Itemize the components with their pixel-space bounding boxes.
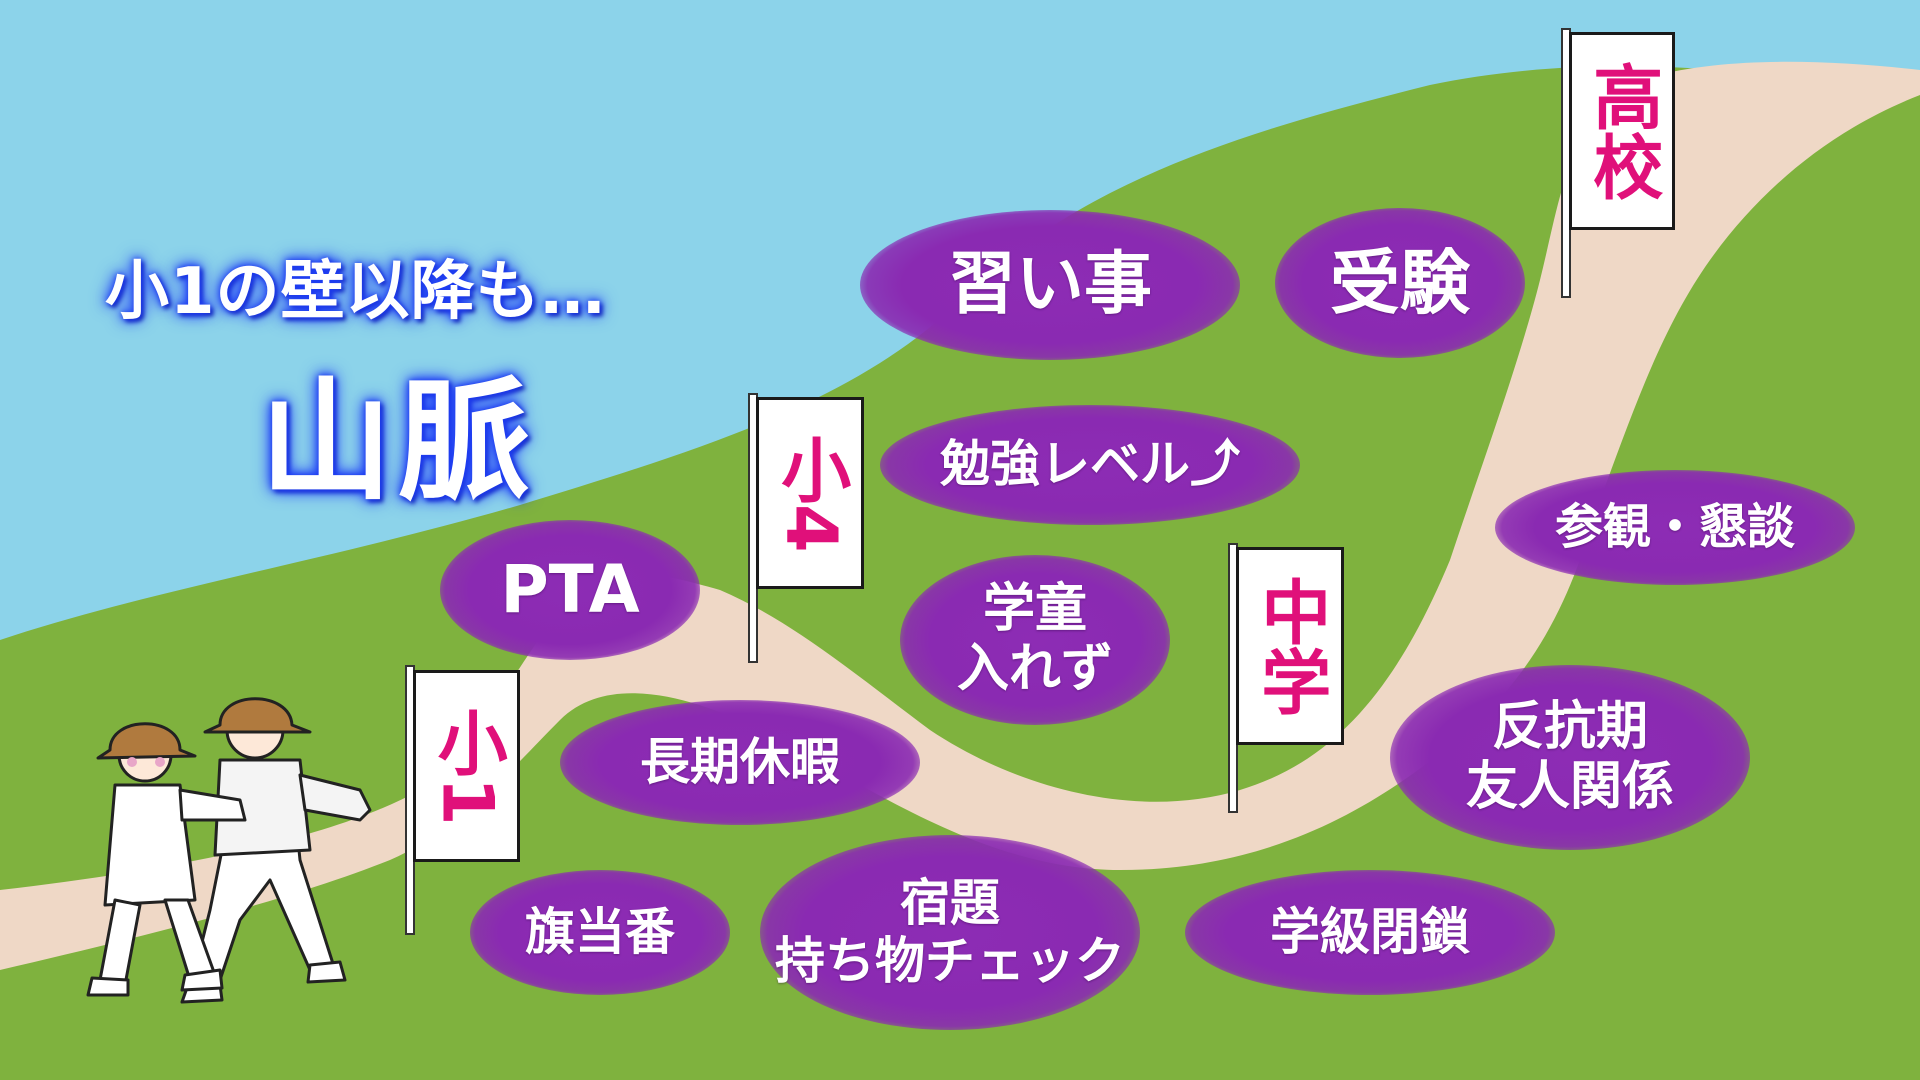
flag-sho1: 小1: [413, 670, 520, 862]
bubble-benkyo: 勉強レベル⤴: [880, 405, 1300, 525]
bubble-shukudai-line1: 宿題: [900, 874, 1000, 932]
bubble-shukudai: 宿題 持ち物チェック: [760, 835, 1140, 1030]
flag-chugaku: 中学: [1236, 547, 1344, 745]
bubble-hankoki-line2: 友人関係: [1465, 756, 1674, 817]
bubble-juken-text: 受験: [1330, 241, 1470, 324]
bubble-hankoki: 反抗期 友人関係: [1390, 665, 1750, 850]
bubble-sankan: 参観・懇談: [1495, 470, 1855, 585]
bubble-gakkyu-text: 学級閉鎖: [1270, 902, 1470, 961]
bubble-gakudo-text: 学童 入れず: [956, 579, 1113, 700]
mother-figure: [86, 722, 247, 997]
bubble-gakudo: 学童 入れず: [900, 555, 1170, 725]
bubble-juken: 受験: [1275, 208, 1525, 358]
bubble-hataban: 旗当番: [470, 870, 730, 995]
bubble-hankoki-line1: 反抗期: [1491, 696, 1648, 757]
bubble-naraigoto-text: 習い事: [947, 244, 1152, 324]
bubble-sankan-text: 参観・懇談: [1554, 498, 1795, 555]
bubble-gakudo-line1: 学童: [982, 579, 1087, 640]
bubble-shukudai-line2: 持ち物チェック: [775, 931, 1125, 990]
bubble-pta-text: PTA: [500, 551, 640, 629]
bubble-naraigoto: 習い事: [860, 210, 1240, 360]
walking-parents-illustration: [86, 697, 372, 1004]
bubble-pta: PTA: [440, 520, 700, 660]
bubble-benkyo-text: 勉強レベル⤴: [940, 435, 1240, 494]
bubble-choki: 長期休暇: [560, 700, 920, 825]
title-main: 山脈: [260, 365, 536, 519]
bubble-gakkyu: 学級閉鎖: [1185, 870, 1555, 995]
flag-sho4: 小4: [756, 397, 864, 589]
bubble-hataban-text: 旗当番: [525, 902, 675, 961]
father-figure: [180, 697, 372, 1004]
title-subheading: 小1の壁以降も…: [105, 255, 606, 329]
bubble-gakudo-line2: 入れず: [956, 639, 1113, 699]
bubble-hankoki-text: 反抗期 友人関係: [1465, 696, 1674, 818]
bubble-choki-text: 長期休暇: [640, 732, 840, 791]
bubble-shukudai-text: 宿題 持ち物チェック: [775, 874, 1125, 990]
flag-koukou: 高校: [1569, 32, 1675, 230]
